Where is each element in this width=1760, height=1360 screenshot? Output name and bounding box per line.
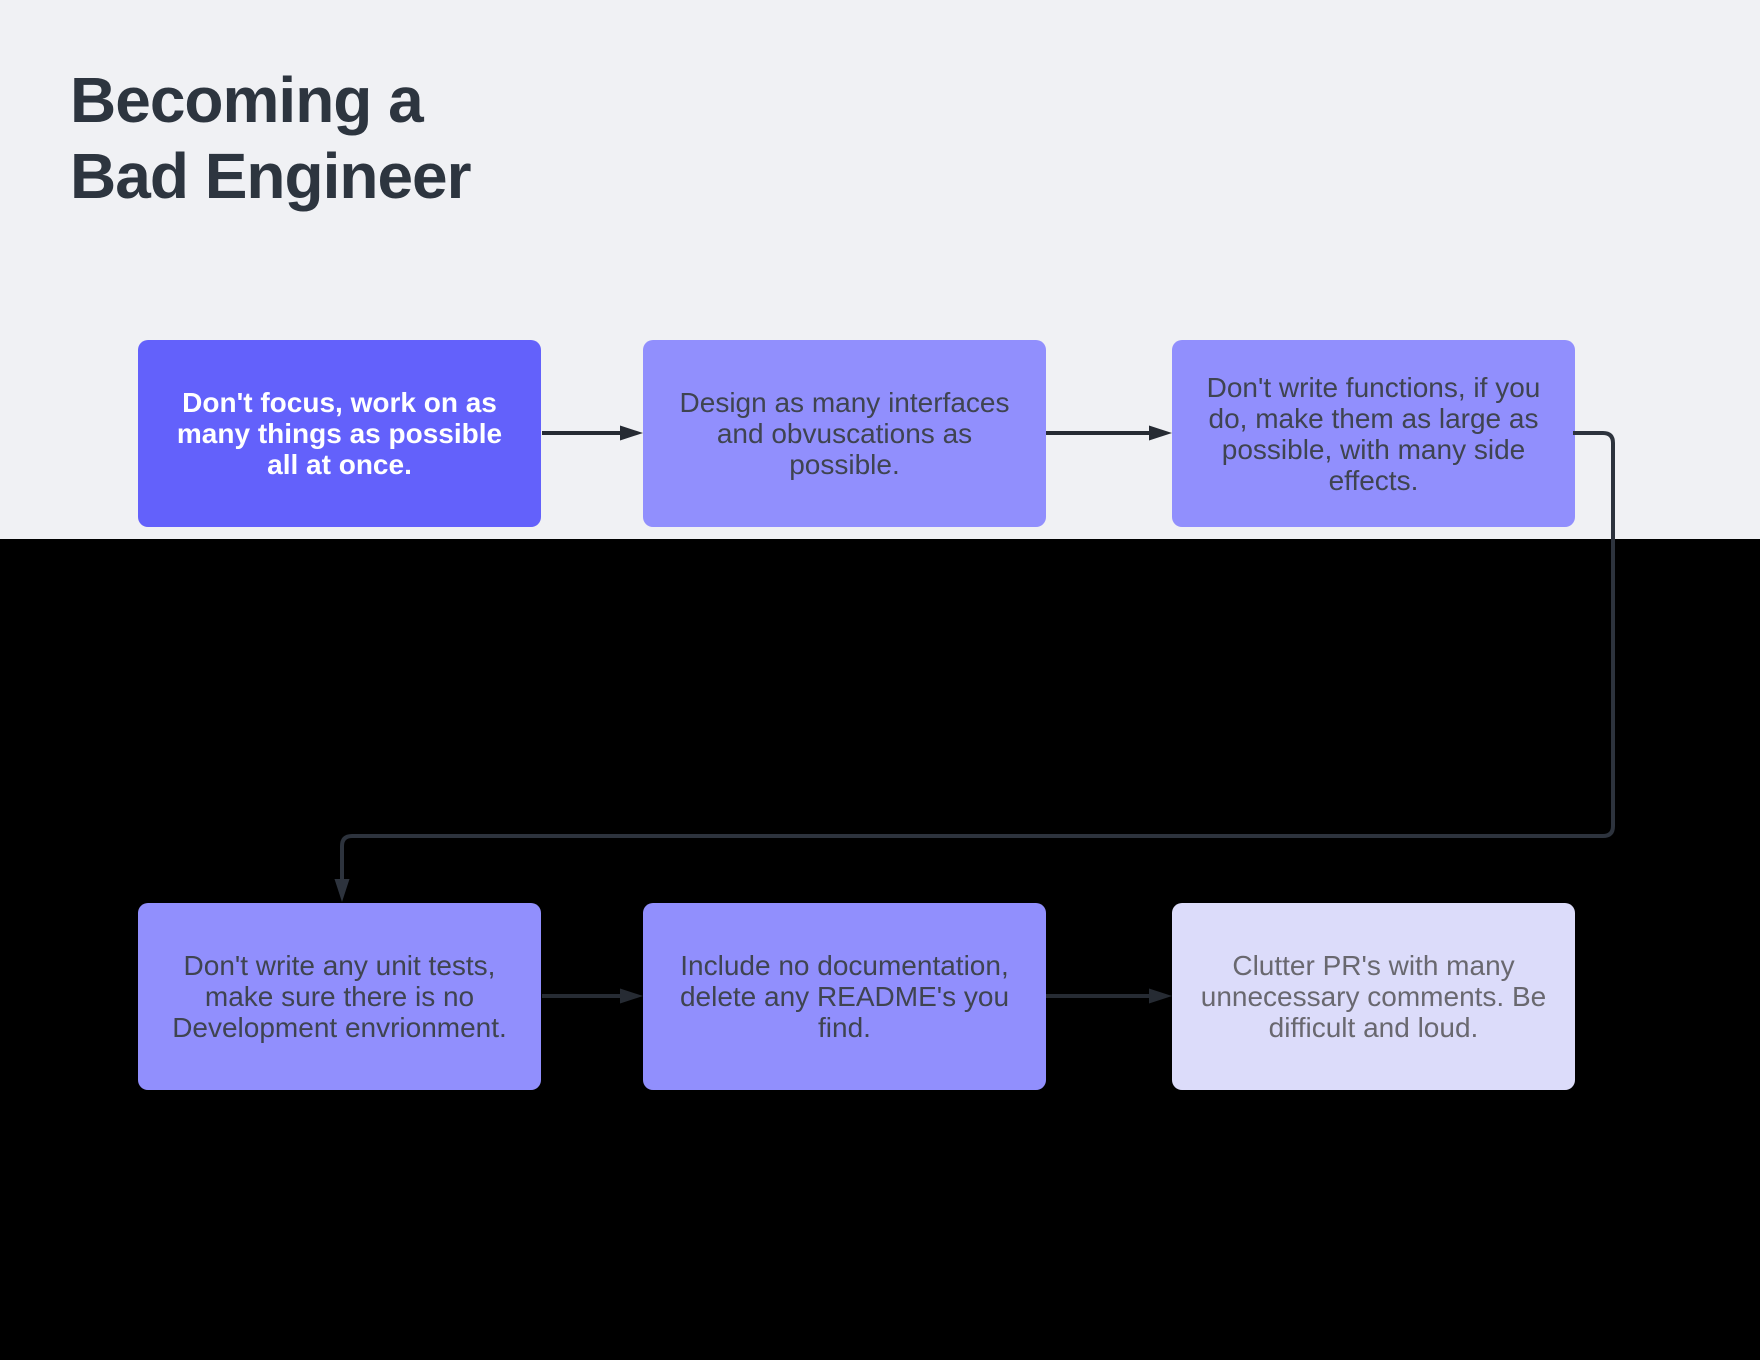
arrow-node4-to-node5 [542,988,643,1004]
arrowhead-right-icon [620,988,643,1004]
flow-node-3: Don't write functions, if you do, make t… [1172,340,1575,527]
flow-node-6-label: Clutter PR's with many unnecessary comme… [1200,950,1547,1043]
flow-node-3-label: Don't write functions, if you do, make t… [1206,371,1541,496]
flow-node-5-label: Include no documentation, delete any REA… [679,950,1010,1043]
flow-node-4-label: Don't write any unit tests, make sure th… [172,950,507,1043]
arrow-node5-to-node6 [1046,988,1172,1004]
flow-node-1-label: Don't focus, work on as many things as p… [176,387,503,480]
flow-node-5: Include no documentation, delete any REA… [643,903,1046,1090]
page-title-line-2: Bad Engineer [70,140,472,212]
flow-node-6: Clutter PR's with many unnecessary comme… [1172,903,1575,1090]
flow-node-2-label: Design as many interfaces and obvuscatio… [679,387,1010,480]
flow-node-2: Design as many interfaces and obvuscatio… [643,340,1046,527]
page-title-line-1: Becoming a [70,64,424,136]
flow-node-4: Don't write any unit tests, make sure th… [138,903,541,1090]
flow-node-1: Don't focus, work on as many things as p… [138,340,541,527]
arrowhead-right-icon [1149,988,1172,1004]
arrowhead-down-icon [334,879,350,902]
